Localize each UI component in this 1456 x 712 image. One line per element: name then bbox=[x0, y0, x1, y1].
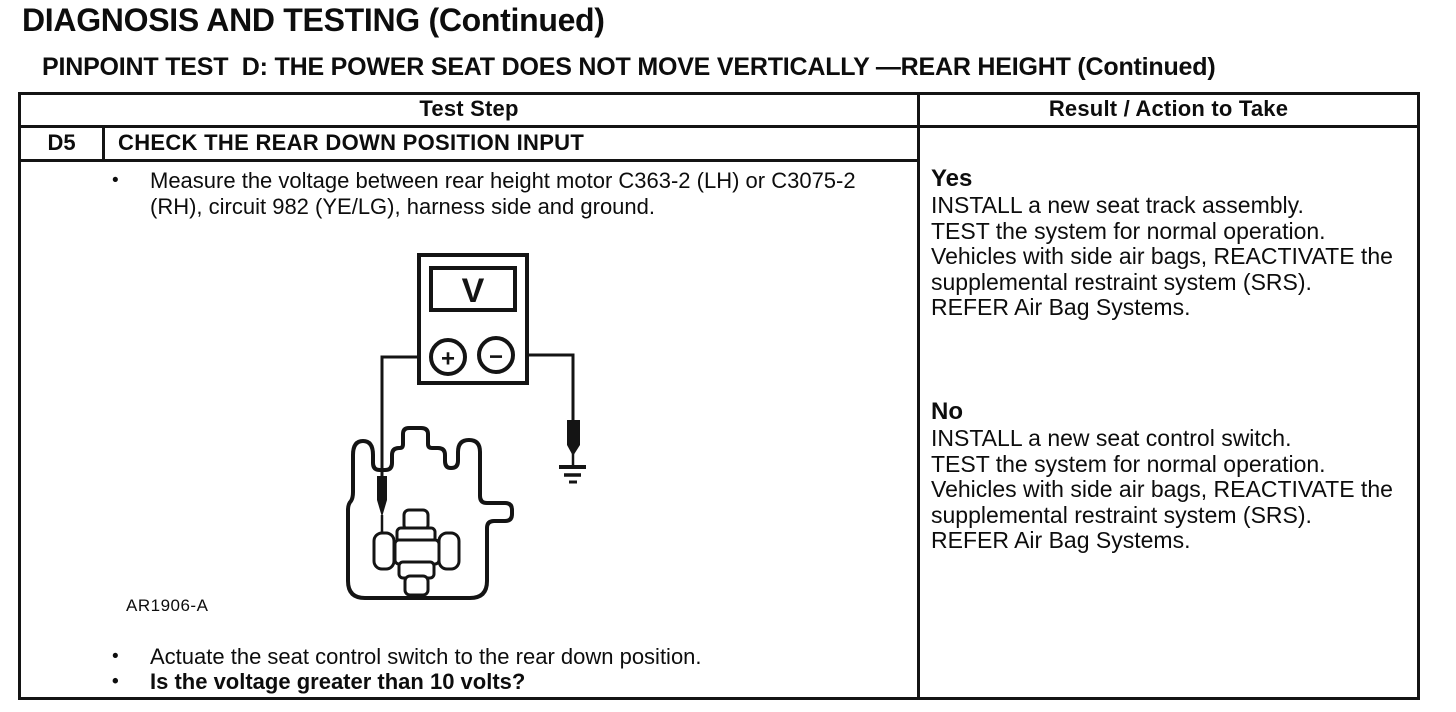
question-text: Is the voltage greater than 10 volts? bbox=[150, 669, 526, 694]
ground-probe-icon bbox=[567, 420, 580, 466]
instruction-item: • Measure the voltage between rear heigh… bbox=[112, 168, 887, 220]
result-line: Vehicles with side air bags, REACTIVATE … bbox=[931, 243, 1393, 295]
voltmeter-v-label: V bbox=[462, 272, 485, 310]
result-no-heading: No bbox=[931, 398, 963, 425]
table-header-rule bbox=[18, 125, 1420, 128]
pinpoint-table-border bbox=[18, 92, 1420, 700]
result-yes-heading: Yes bbox=[931, 165, 973, 192]
bullet-icon: • bbox=[112, 646, 119, 667]
ground-icon bbox=[559, 465, 586, 484]
result-line: Vehicles with side air bags, REACTIVATE … bbox=[931, 476, 1393, 528]
motor-connector-outline bbox=[346, 426, 514, 600]
step-id: D5 bbox=[47, 130, 76, 155]
instruction-item: • Actuate the seat control switch to the… bbox=[112, 644, 902, 670]
minus-terminal-icon: − bbox=[489, 344, 503, 371]
figure-label: AR1906-A bbox=[126, 596, 209, 615]
result-line: INSTALL a new seat track assembly. bbox=[931, 192, 1304, 218]
positive-probe-icon bbox=[377, 476, 387, 532]
column-header-result: Result / Action to Take bbox=[1048, 96, 1289, 121]
step-row-rule bbox=[18, 159, 920, 162]
bullet-icon: • bbox=[112, 170, 119, 191]
test-lead-wires bbox=[380, 353, 575, 477]
instruction-text: Measure the voltage between rear height … bbox=[150, 168, 856, 219]
pinpoint-test-subtitle: PINPOINT TEST D: THE POWER SEAT DOES NOT… bbox=[42, 53, 1216, 81]
column-header-test-step: Test Step bbox=[419, 96, 519, 121]
step-id-divider bbox=[102, 125, 105, 162]
step-question: • Is the voltage greater than 10 volts? bbox=[112, 669, 902, 695]
step-title: CHECK THE REAR DOWN POSITION INPUT bbox=[118, 130, 585, 155]
plus-terminal-icon: + bbox=[441, 346, 455, 373]
page-title: DIAGNOSIS AND TESTING (Continued) bbox=[22, 2, 605, 38]
instruction-text: Actuate the seat control switch to the r… bbox=[150, 644, 702, 669]
voltmeter-test-diagram: V + − bbox=[346, 253, 586, 600]
connector-terminal-cross bbox=[372, 508, 461, 597]
result-line: INSTALL a new seat control switch. bbox=[931, 425, 1292, 451]
result-line: REFER Air Bag Systems. bbox=[931, 527, 1191, 553]
result-line: TEST the system for normal operation. bbox=[931, 450, 1326, 477]
table-column-divider bbox=[917, 92, 920, 700]
result-line: TEST the system for normal operation. bbox=[931, 217, 1326, 244]
result-yes-block: Yes INSTALL a new seat track assembly. T… bbox=[931, 166, 1409, 321]
result-no-block: No INSTALL a new seat control switch. TE… bbox=[931, 399, 1409, 554]
result-line: REFER Air Bag Systems. bbox=[931, 294, 1191, 320]
bullet-icon: • bbox=[112, 671, 119, 692]
voltmeter-icon: V + − bbox=[417, 253, 529, 385]
